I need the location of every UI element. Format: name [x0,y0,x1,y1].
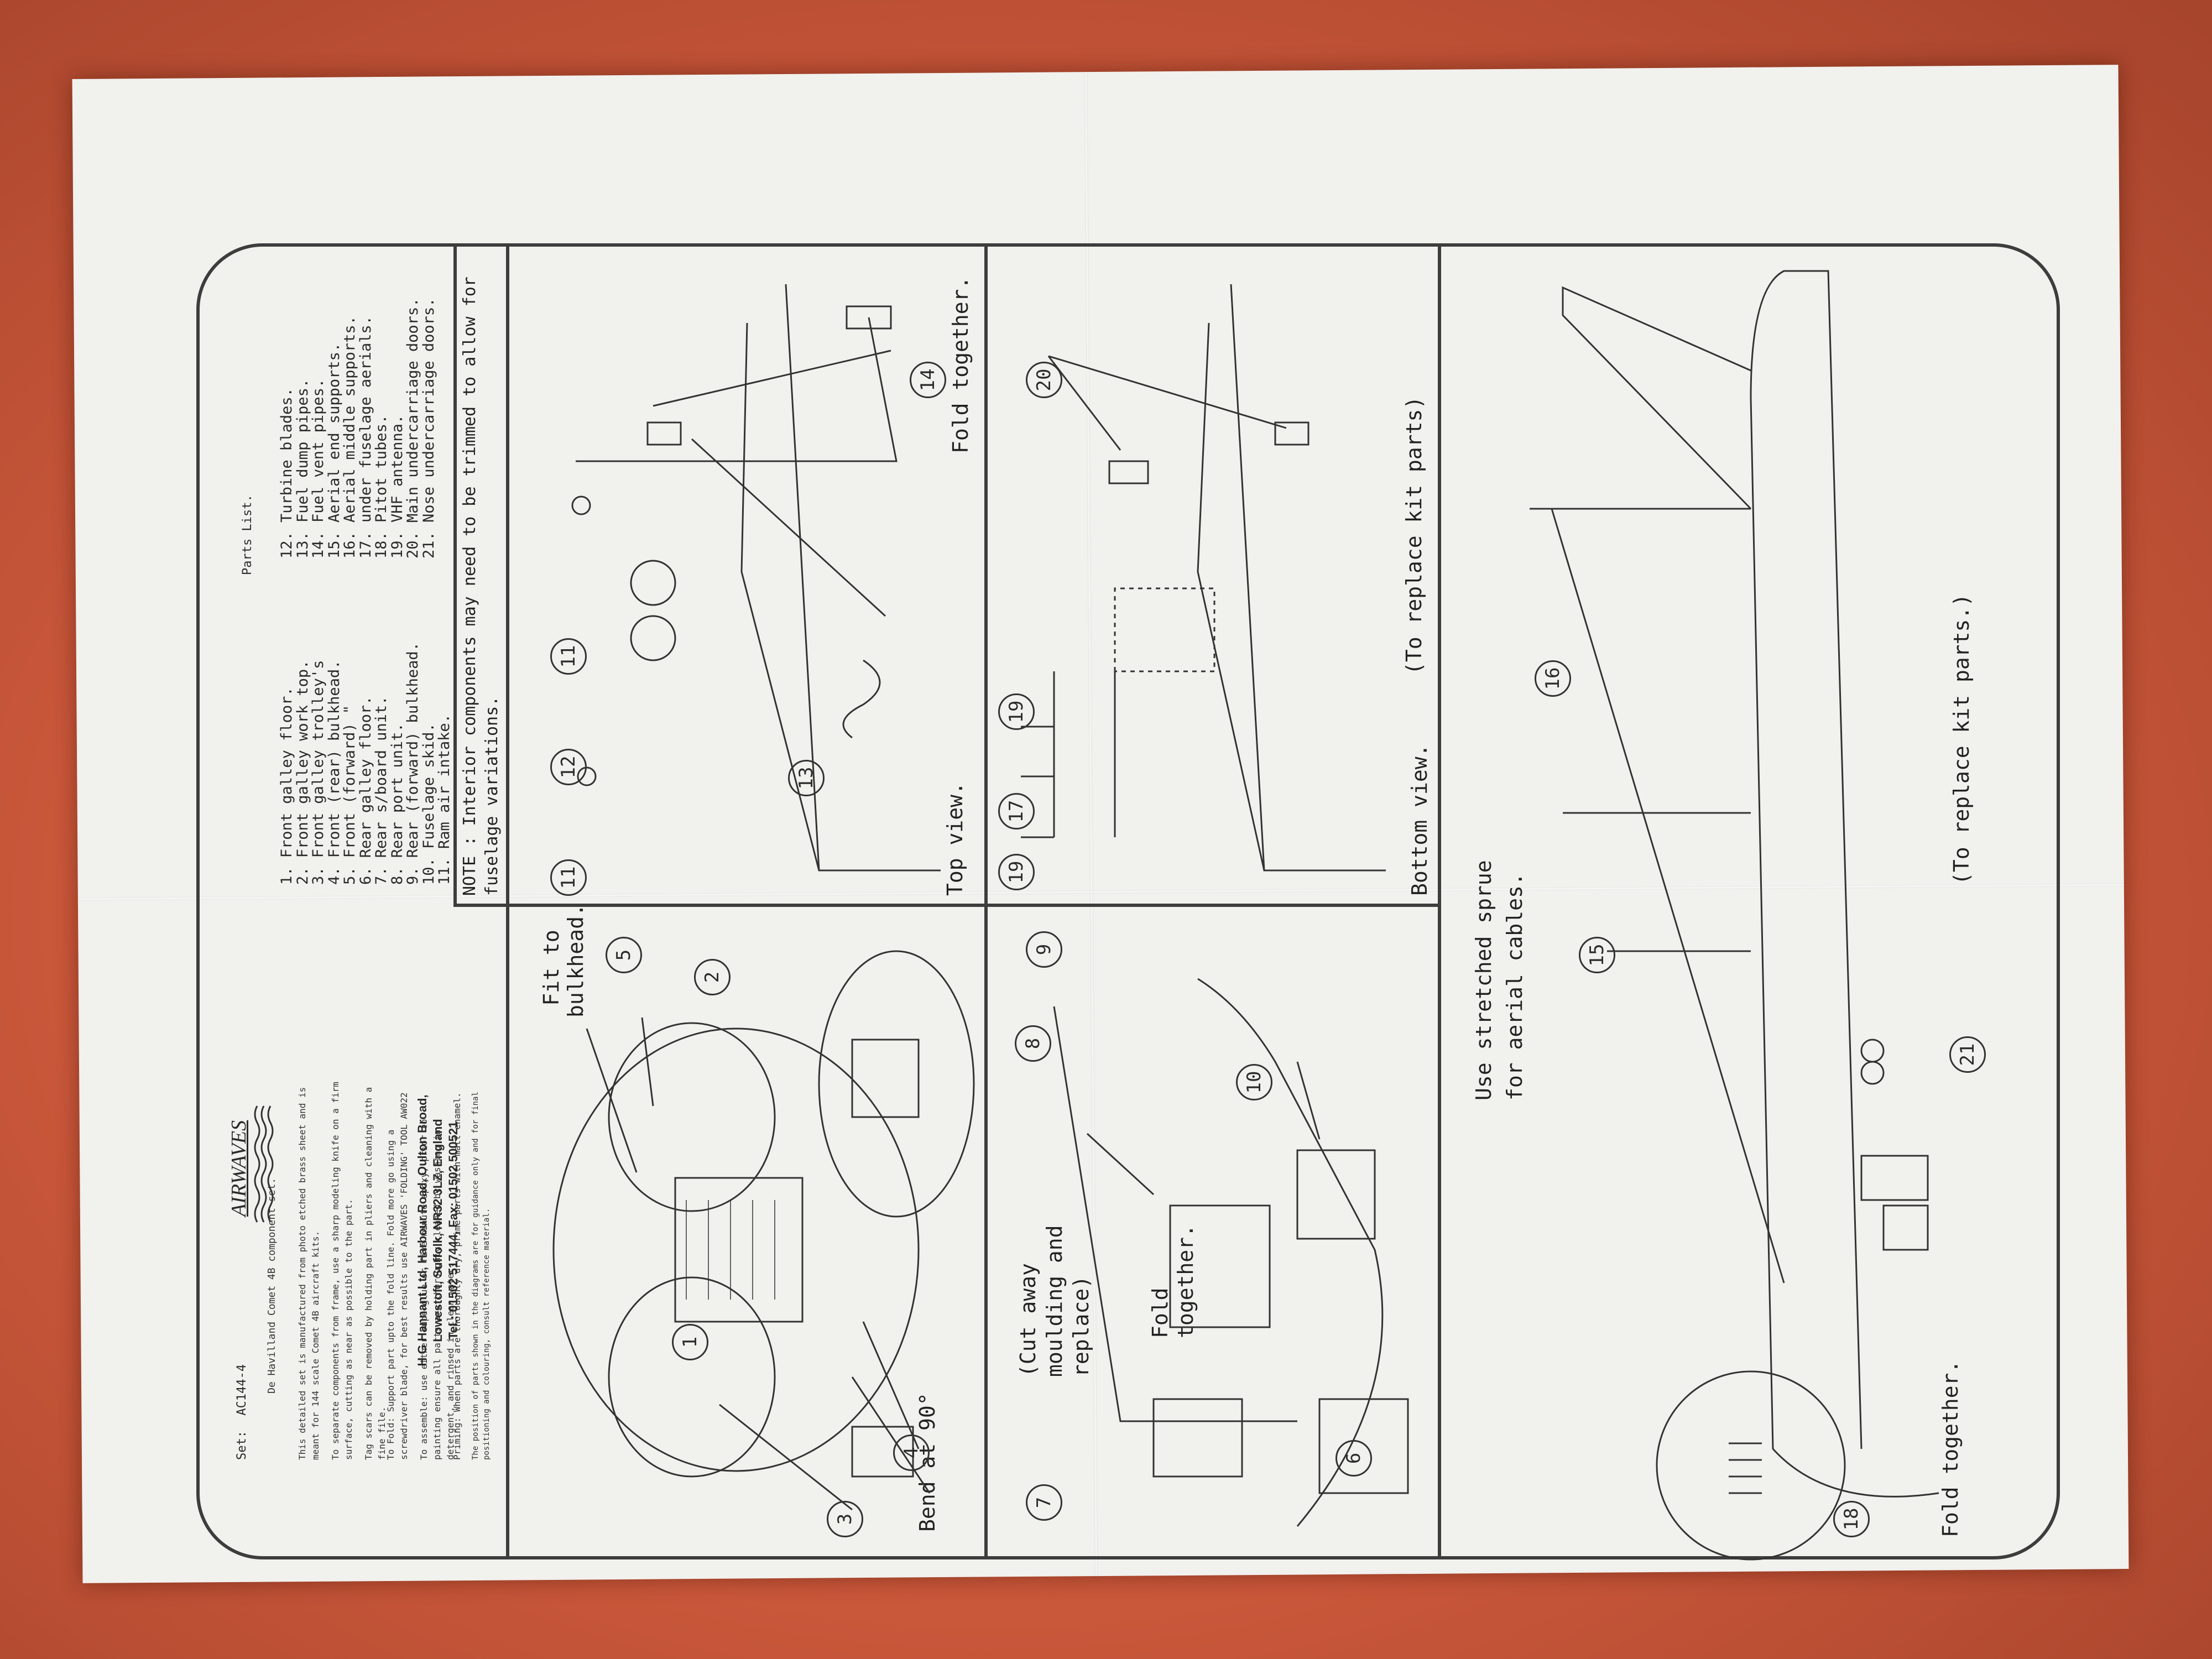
list-item: 10. Fuselage skid. [420,723,437,885]
list-item: 14. Fuel vent pipes. [310,378,327,559]
callout-11b: 11 [550,638,587,675]
callout-16: 16 [1535,660,1571,697]
callout-1: 1 [672,1324,708,1360]
brand-wave-icon [254,1105,274,1223]
list-item: 16. Aerial middle supports. [341,316,358,559]
list-item: 2. Front galley work top. [294,660,311,885]
callout-12: 12 [550,749,587,785]
bottom-view-diagram [1021,284,1386,872]
list-item: 3. Front galley trolley's [310,660,327,885]
list-item: 17. under fuselage aerials. [357,316,374,559]
instruction-positioning: The position of parts shown in the diagr… [471,1092,491,1460]
list-item: 9. Rear (forward) bulkhead. [404,642,421,885]
rear-galley-diagram [1053,978,1409,1527]
instruction-separate: To separate components from frame, use a… [330,1082,354,1460]
company-address: H G Hannant Ltd, Harbour Road, Oulton Br… [415,1094,460,1366]
subtitle: De Havilland Comet 4B component set. [266,1177,278,1394]
instruction-fold: To Fold: Support part upto the fold line… [385,1092,409,1460]
callout-19b: 19 [998,693,1035,730]
list-item: 8. Rear port unit. [388,723,406,885]
set-label: Set: [235,1431,249,1460]
parts-list-left: 1. Front galley floor. 2. Front galley w… [278,642,453,885]
list-item: 12. Turbine blades. [278,388,295,559]
list-item: 1. Front galley floor. [278,687,295,885]
callout-10: 10 [1236,1064,1272,1100]
callout-9: 9 [1026,931,1062,968]
list-item: 11. Ram air intake. [436,714,453,885]
front-galley-diagram [552,950,975,1511]
set-code: AC144-4 [235,1364,249,1416]
callout-2: 2 [694,959,731,995]
callout-3: 3 [827,1501,863,1537]
list-item: 19. VHF antenna. [388,414,406,559]
callout-4: 4 [893,1434,930,1471]
note-text: NOTE : Interior components may need to b… [460,276,502,896]
list-item: 15. Aerial end supports. [325,342,343,559]
callout-5: 5 [606,937,642,973]
callout-21: 21 [1949,1036,1986,1073]
callout-20: 20 [1026,362,1062,398]
parts-list-title: Parts List. [241,494,254,575]
callout-6: 6 [1335,1440,1372,1477]
callout-13: 13 [788,760,825,796]
header-section: Set: AC144-4 AIRWAVES De Havilland Comet… [196,243,506,1559]
callout-15: 15 [1579,937,1615,973]
list-item: 5. Front (forward) " [341,705,358,885]
side-view-diagram [1530,270,1939,1561]
list-item: 13. Fuel dump pipes. [294,378,311,559]
callout-7: 7 [1026,1484,1062,1521]
rotated-document: Set: AC144-4 AIRWAVES De Havilland Comet… [196,243,2060,1561]
callout-19: 19 [998,854,1035,890]
callout-17: 17 [998,793,1035,830]
top-view-diagram [571,284,941,872]
list-item: 21. Nose undercarriage doors. [420,298,437,559]
list-item: 7. Rear s/board unit. [373,696,390,885]
callout-8: 8 [1015,1025,1051,1062]
intro-text: This detailed set is manufactured from p… [297,1087,321,1460]
list-item: 20. Main undercarriage doors. [404,298,421,559]
callout-14: 14 [910,362,946,398]
divider-note-top [453,243,457,907]
callout-18: 18 [1833,1501,1870,1537]
brand-logo: AIRWAVES [227,1120,251,1217]
list-item: 18. Pitot tubes. [373,414,390,559]
list-item: 6. Rear galley floor. [357,696,374,885]
callout-11: 11 [550,859,587,896]
list-item: 4. Front (rear) bulkhead. [325,660,343,885]
parts-list-right: 12. Turbine blades. 13. Fuel dump pipes.… [278,298,437,559]
